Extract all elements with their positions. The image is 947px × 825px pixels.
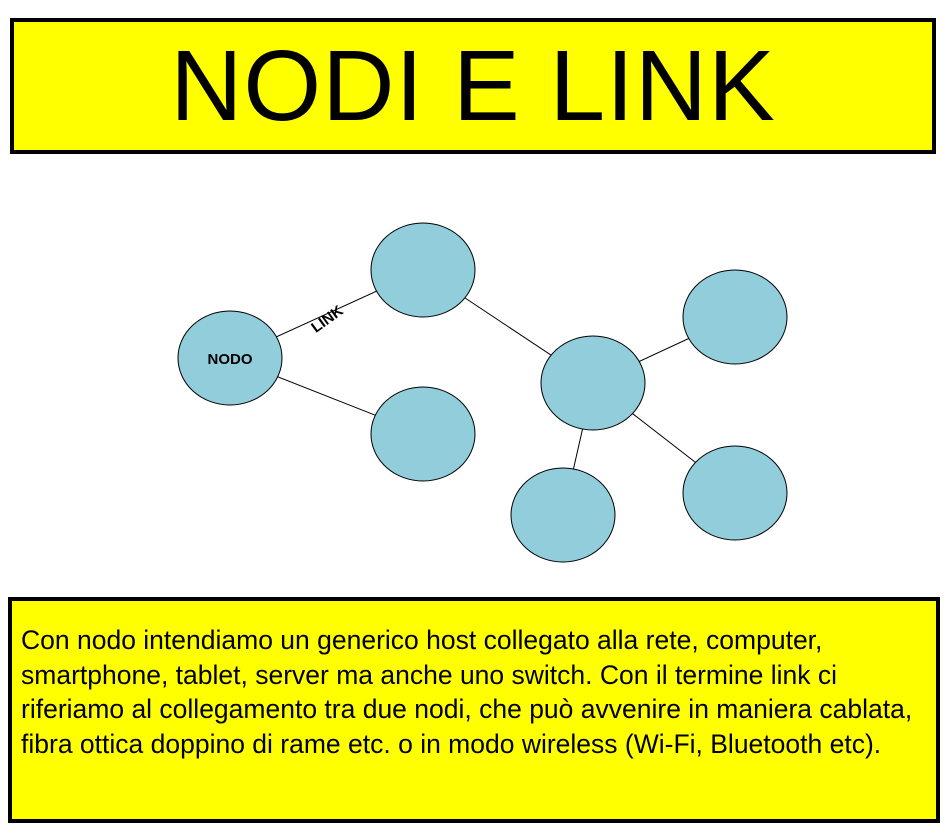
network-node (540, 335, 646, 431)
network-node (370, 222, 476, 318)
node-nodo (177, 310, 283, 406)
network-node (370, 386, 476, 482)
network-node (682, 445, 788, 541)
description-box: Con nodo intendiamo un generico host col… (8, 597, 940, 823)
title-banner: NODI E LINK (10, 18, 936, 154)
description-text: Con nodo intendiamo un generico host col… (21, 625, 913, 759)
network-node (510, 467, 616, 563)
page-title: NODI E LINK (170, 30, 776, 142)
network-node (682, 269, 788, 365)
node-label: NODO (208, 351, 253, 368)
